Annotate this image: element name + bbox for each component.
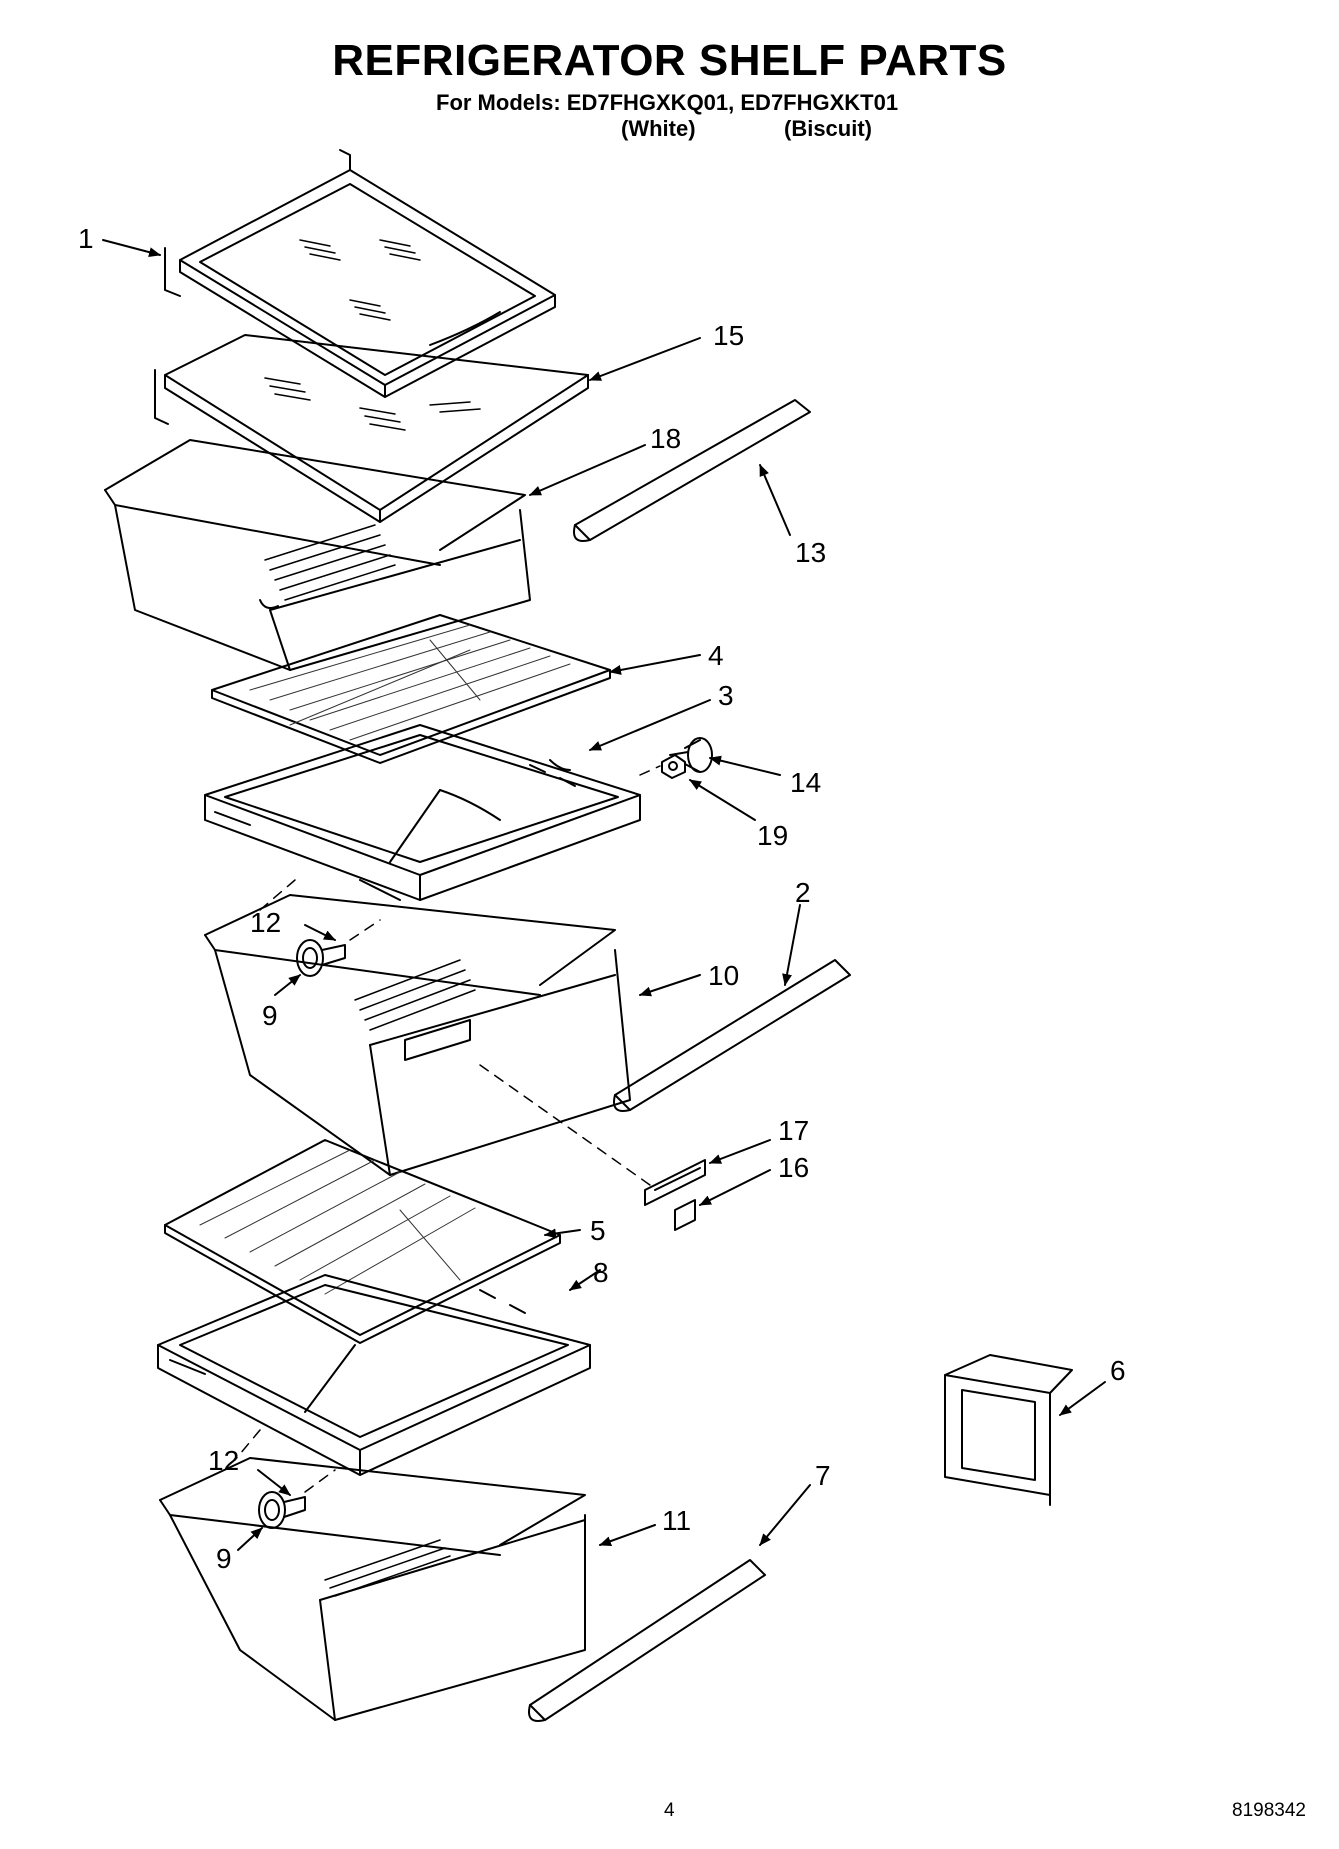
- part-12-axle-upper: [321, 944, 346, 966]
- part-9-wheel-upper: [296, 939, 324, 977]
- document-number: 8198342: [1232, 1800, 1306, 1821]
- part-18-upper-crisper: [104, 439, 531, 671]
- part-6-control-cover: [944, 1354, 1073, 1506]
- callout-12-lower: 12: [208, 1445, 239, 1476]
- part-11-lower-drawer: [159, 1457, 586, 1721]
- page-title: REFRIGERATOR SHELF PARTS: [332, 36, 1007, 85]
- callout-8: 8: [593, 1257, 609, 1288]
- callout-6: 6: [1110, 1355, 1126, 1386]
- callout-5: 5: [590, 1215, 606, 1246]
- part-14-knob: [669, 737, 713, 773]
- callout-10: 10: [708, 960, 739, 991]
- leader-lines: [102, 239, 1106, 1551]
- callout-14: 14: [790, 767, 821, 798]
- callout-16: 16: [778, 1152, 809, 1183]
- callout-3: 3: [718, 680, 734, 711]
- part-5-glass-cover: [164, 1139, 561, 1344]
- callout-labels: 1 15 18 13 4 3 14 19 2 12 9 10 17 16 5 8…: [78, 223, 1126, 1574]
- callout-15: 15: [713, 320, 744, 351]
- callout-7: 7: [815, 1460, 831, 1491]
- part-17-slide: [644, 1159, 706, 1206]
- part-13-front-rail: [573, 399, 811, 542]
- part-4-glass-cover: [211, 614, 611, 764]
- callout-17: 17: [778, 1115, 809, 1146]
- part-10-middle-drawer: [204, 894, 631, 1176]
- part-8-cover-frame: [157, 1274, 591, 1476]
- part-12-axle-lower: [283, 1496, 306, 1518]
- callout-2: 2: [795, 877, 811, 908]
- variant-biscuit: (Biscuit): [784, 116, 872, 141]
- callout-9-upper: 9: [262, 1000, 278, 1031]
- part-3-cover-frame: [204, 724, 641, 901]
- part-1-top-shelf: [164, 149, 556, 398]
- part-7-front-rail: [528, 1559, 766, 1722]
- part-2-front-rail: [613, 959, 851, 1112]
- page-number: 4: [664, 1800, 675, 1821]
- part-9-wheel-lower: [258, 1491, 286, 1529]
- assembly-lines: [234, 765, 661, 1493]
- callout-9-lower: 9: [216, 1543, 232, 1574]
- part-16-clip: [674, 1199, 696, 1231]
- model-numbers: For Models: ED7FHGXKQ01, ED7FHGXKT01: [436, 90, 899, 115]
- part-15-glass-shelf: [154, 334, 589, 523]
- callout-19: 19: [757, 820, 788, 851]
- callout-1: 1: [78, 223, 94, 254]
- callout-4: 4: [708, 640, 724, 671]
- variant-white: (White): [621, 116, 696, 141]
- callout-13: 13: [795, 537, 826, 568]
- callout-12-upper: 12: [250, 907, 281, 938]
- callout-18: 18: [650, 423, 681, 454]
- callout-11: 11: [662, 1505, 691, 1536]
- part-19-nut: [661, 754, 686, 779]
